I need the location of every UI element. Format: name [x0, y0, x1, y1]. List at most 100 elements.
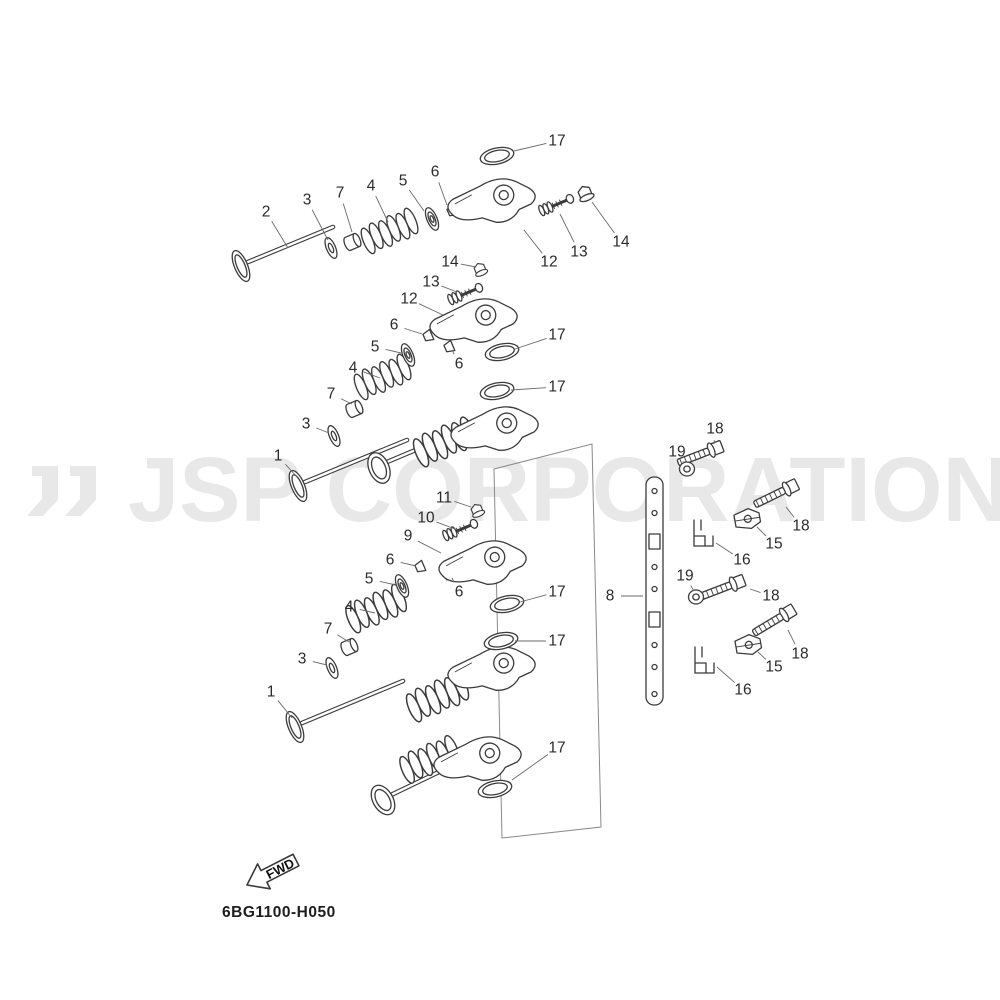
flange-bolt [750, 476, 801, 512]
gasket-ring [483, 339, 521, 365]
leader-line [363, 371, 381, 379]
valve-clamp [733, 632, 764, 658]
gasket-ring [476, 776, 514, 802]
callout-14: 14 [612, 234, 630, 251]
leader-line [277, 700, 293, 719]
callout-5: 5 [399, 173, 408, 190]
retainer-bracket [693, 519, 714, 547]
leader-line [408, 189, 425, 212]
callout-4: 4 [345, 599, 354, 616]
leader-line [385, 349, 402, 354]
fwd-arrow: FWD [246, 853, 300, 890]
leader-line [316, 427, 330, 434]
callout-11: 11 [436, 490, 452, 507]
callout-12: 12 [540, 254, 557, 271]
intake-valve [227, 224, 336, 285]
leader-line [511, 754, 549, 781]
leader-line [451, 577, 455, 583]
exhaust-valve [281, 678, 406, 746]
leader-line [757, 651, 767, 660]
leader-line [436, 521, 456, 530]
callout-5: 5 [371, 339, 380, 356]
exhaust-valve [284, 437, 410, 505]
adjuster-spring [536, 200, 555, 218]
leader-line [519, 594, 547, 603]
valve-cotter [413, 559, 427, 575]
leader-line [756, 526, 767, 537]
leader-line [682, 461, 685, 464]
leader-line [785, 506, 795, 518]
callout-14: 14 [441, 254, 459, 271]
callout-18: 18 [706, 421, 723, 438]
leader-line [438, 182, 448, 206]
leader-line [454, 501, 472, 508]
leader-line [359, 609, 376, 614]
leader-line [749, 588, 761, 593]
group-boundary-box [493, 443, 602, 839]
callout-10: 10 [417, 510, 435, 527]
callout-17: 17 [548, 740, 565, 757]
callout-17: 17 [548, 327, 565, 344]
leader-line [559, 213, 575, 243]
callout-7: 7 [336, 185, 345, 202]
watermark-text: JSP CORPORATION [128, 439, 1000, 541]
callout-6: 6 [390, 317, 399, 334]
callout-16: 16 [733, 552, 750, 569]
leader-line [513, 143, 547, 152]
callout-4: 4 [349, 360, 358, 377]
callout-6: 6 [431, 164, 440, 181]
adjuster-spring [445, 289, 464, 307]
leader-line [460, 263, 477, 268]
callout-6: 6 [455, 584, 464, 601]
gasket-ring [488, 591, 526, 617]
leader-line [716, 666, 736, 684]
callout-3: 3 [302, 416, 311, 433]
leader-line [510, 387, 547, 391]
leader-line [311, 209, 329, 241]
callout-8: 8 [606, 588, 615, 605]
part-code: 6BG1100-H050 [222, 904, 336, 921]
leader-line [591, 201, 615, 234]
valve-spring [357, 205, 422, 257]
callout-18: 18 [792, 518, 809, 535]
spring-retainer [422, 205, 442, 233]
leader-line [417, 540, 442, 554]
callout-16: 16 [734, 682, 751, 699]
gasket-ring [478, 378, 516, 404]
callout-17: 17 [548, 633, 565, 650]
callout-15: 15 [765, 536, 782, 553]
plate-washer [687, 589, 705, 605]
callout-18: 18 [791, 646, 808, 663]
spring-seat-washer [322, 655, 342, 681]
callout-3: 3 [298, 651, 307, 668]
leader-line [690, 585, 695, 592]
flange-nut [471, 260, 490, 279]
leader-line [514, 338, 547, 350]
spring-seat-washer [324, 423, 344, 449]
callout-4: 4 [367, 178, 376, 195]
callout-1: 1 [274, 448, 283, 465]
rocker-shaft-rail [645, 476, 664, 706]
callout-18: 18 [762, 588, 779, 605]
callout-3: 3 [303, 192, 312, 209]
callout-1: 1 [267, 684, 276, 701]
leader-line [312, 661, 328, 666]
callout-17: 17 [548, 379, 565, 396]
callout-15: 15 [765, 659, 782, 676]
callout-17: 17 [548, 133, 565, 150]
leader-line [337, 634, 350, 643]
flange-bolt [696, 572, 748, 605]
flange-nut [468, 501, 487, 520]
leader-lines [271, 143, 796, 781]
spring-seat-washer [321, 235, 341, 261]
callout-5: 5 [365, 571, 374, 588]
leader-line [787, 629, 796, 645]
leader-line [715, 542, 734, 555]
callout-6: 6 [386, 552, 395, 569]
flange-nut [574, 182, 596, 204]
retainer-bracket [694, 646, 715, 674]
callout-7: 7 [324, 621, 333, 638]
gasket-ring [478, 143, 516, 169]
